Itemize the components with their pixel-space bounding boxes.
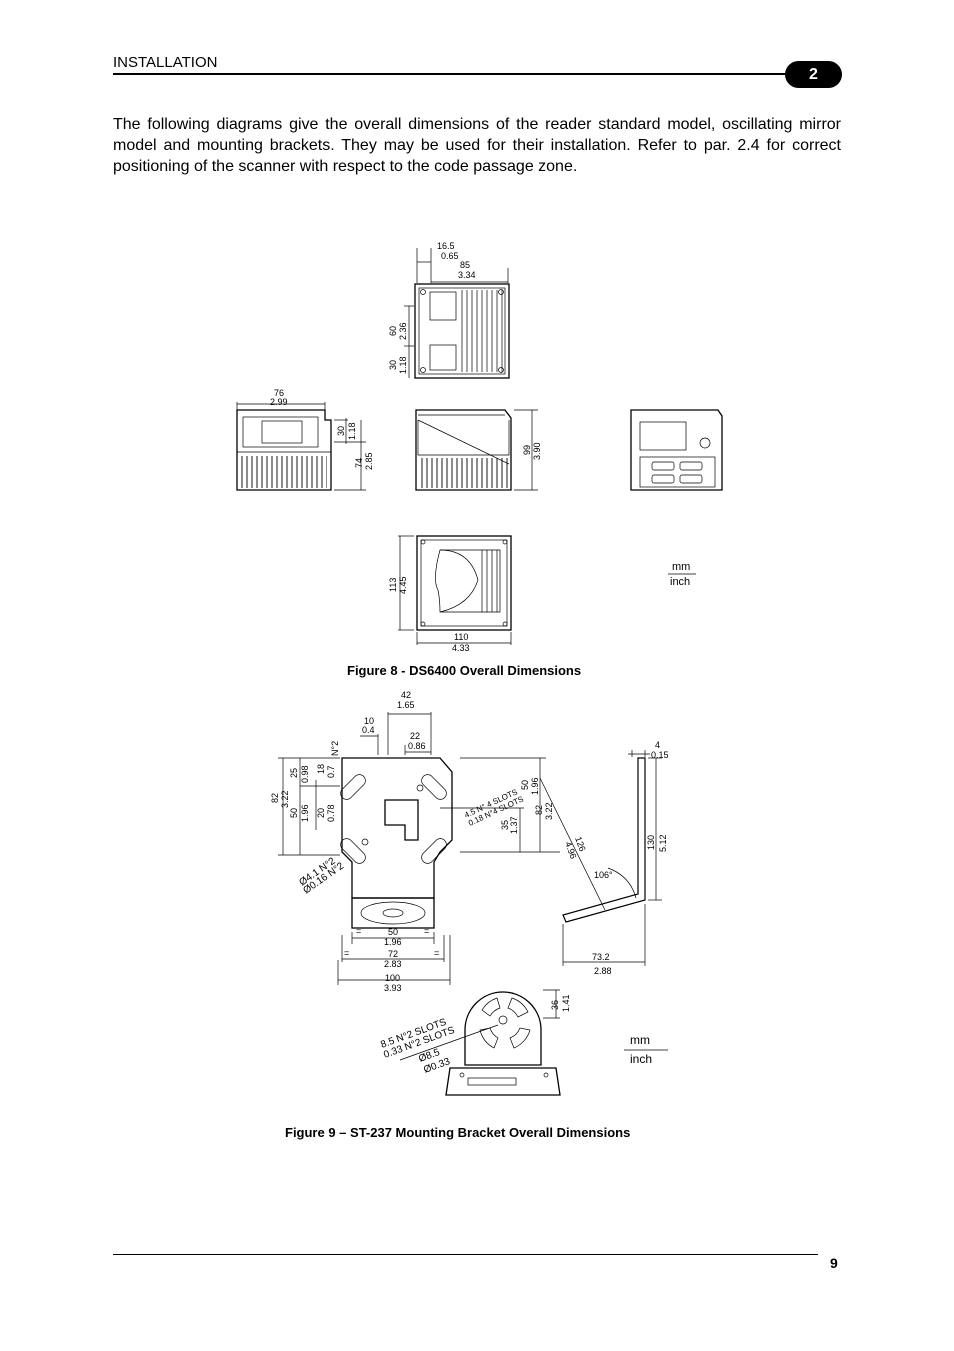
- dim-label: 0.7: [326, 765, 336, 778]
- dim-label: 50: [520, 780, 530, 790]
- dim-label: 0.86: [408, 741, 426, 751]
- dim-label: 2.88: [594, 966, 612, 976]
- dim-label: 30: [388, 360, 398, 370]
- dim-label: 50: [388, 927, 398, 937]
- dim-label: 4: [655, 740, 660, 750]
- dim-label: 60: [388, 326, 398, 336]
- dim-label: 1.96: [384, 937, 402, 947]
- dim-label: 36: [550, 1000, 560, 1010]
- dim-label: 2.85: [364, 452, 374, 470]
- dim-label: 4.33: [452, 643, 470, 653]
- dim-label: 1.65: [397, 700, 415, 710]
- dim-label: 30: [336, 426, 346, 436]
- dim-label: 42: [401, 690, 411, 700]
- section-title: INSTALLATION: [113, 54, 218, 71]
- dim-label: 0.98: [300, 765, 310, 783]
- dim-label: N°2: [330, 741, 340, 756]
- dim-label: 16.5: [437, 241, 455, 251]
- dim-label: 100: [385, 973, 400, 983]
- dim-label: 85: [460, 260, 470, 270]
- dim-label: 4.45: [398, 576, 408, 594]
- unit-mm: mm: [630, 1033, 650, 1047]
- dim-label: 0.15: [651, 750, 669, 760]
- dim-label: 74: [354, 458, 364, 468]
- dim-label: 3.22: [544, 802, 554, 820]
- dim-label: 2.83: [384, 959, 402, 969]
- dim-label: 1.41: [561, 994, 571, 1012]
- dim-label: 3.22: [280, 790, 290, 808]
- dim-label: 1.37: [509, 816, 519, 834]
- dim-label: 126: [573, 835, 588, 853]
- dim-label: 3.34: [458, 270, 476, 280]
- reader-front-view: [415, 409, 538, 491]
- dim-label: 76: [274, 388, 284, 398]
- bracket-side-view: [539, 750, 662, 966]
- dim-label: 2.36: [398, 322, 408, 340]
- bracket-bottom-view: [399, 989, 561, 1096]
- dim-label: 0.78: [326, 804, 336, 822]
- intro-paragraph: The following diagrams give the overall …: [113, 116, 841, 175]
- dim-label: =: [344, 948, 349, 958]
- chapter-badge: 2: [785, 61, 842, 88]
- dim-label: 130: [646, 835, 656, 850]
- bracket-plate-view: [278, 712, 560, 985]
- reader-rear-view: [630, 409, 723, 491]
- reader-bottom-view: [398, 535, 512, 645]
- unit-inch: inch: [630, 1052, 652, 1066]
- dim-label: =: [424, 926, 429, 936]
- unit-mm: mm: [672, 561, 690, 573]
- dim-label: 82: [270, 793, 280, 803]
- reader-side-view-left: [236, 402, 366, 491]
- dim-label: 1.18: [398, 356, 408, 374]
- dim-label: 72: [388, 949, 398, 959]
- dim-label: 18: [316, 764, 326, 774]
- dim-label: 3.93: [384, 983, 402, 993]
- dim-label: 1.18: [347, 422, 357, 440]
- figure8-caption: Figure 8 - DS6400 Overall Dimensions: [347, 663, 582, 678]
- figure8-drawing: 16.5 0.65 85 3.34 60 2.36 30 1.18 76 2.9…: [236, 241, 723, 653]
- dim-label: 1.96: [530, 777, 540, 795]
- unit-inch: inch: [670, 576, 690, 588]
- dim-label: 20: [316, 808, 326, 818]
- dim-label: 82: [534, 805, 544, 815]
- figure9-caption: Figure 9 – ST-237 Mounting Bracket Overa…: [285, 1125, 631, 1140]
- dim-label: 106°: [594, 870, 613, 880]
- dim-label: 35: [500, 820, 510, 830]
- dim-label: 73.2: [592, 952, 610, 962]
- reader-top-view: [404, 248, 510, 379]
- dim-label: 22: [410, 731, 420, 741]
- header-rule: [113, 73, 793, 75]
- dim-label: 25: [289, 768, 299, 778]
- dim-label: 2.99: [270, 397, 288, 407]
- dim-label: 10: [364, 716, 374, 726]
- figure9-drawing: 42 1.65 10 0.4 22 0.86 82 3.22 25 0.98 1…: [270, 690, 669, 1096]
- dim-label: =: [434, 948, 439, 958]
- page-number: 9: [830, 1255, 838, 1271]
- dim-label: 0.65: [441, 251, 459, 261]
- dim-label: 110: [454, 632, 468, 642]
- dim-label: 113: [388, 578, 398, 592]
- dim-label: 1.96: [300, 804, 310, 822]
- dim-label: =: [356, 926, 361, 936]
- dim-label: 5.12: [658, 834, 668, 852]
- dim-label: 50: [289, 808, 299, 818]
- footer-rule: [113, 1254, 818, 1255]
- dim-label: 3.90: [532, 442, 542, 460]
- dim-label: 99: [522, 445, 532, 455]
- dim-label: 0.4: [362, 725, 375, 735]
